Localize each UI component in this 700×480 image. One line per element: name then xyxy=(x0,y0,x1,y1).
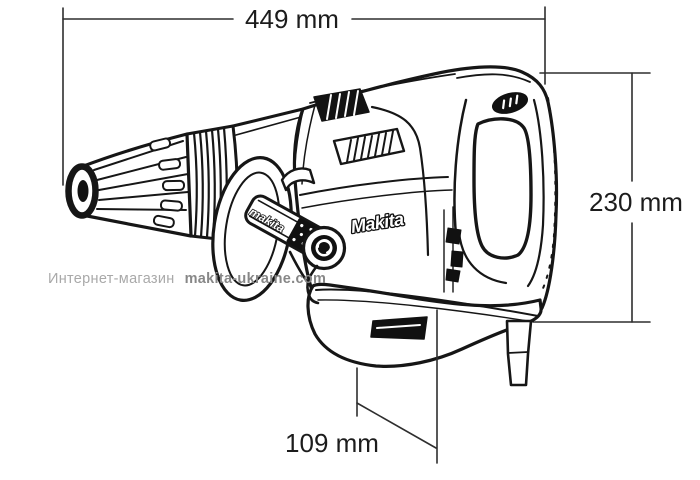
handle-end-cap xyxy=(301,225,347,271)
rear-handle xyxy=(370,92,557,294)
dimension-height: 230 mm xyxy=(534,72,683,323)
top-vent xyxy=(313,88,370,122)
dimension-width: 449 mm xyxy=(62,4,546,186)
drill-drawing: makita Makita xyxy=(65,65,559,387)
side-handle: makita xyxy=(211,156,347,305)
watermark: Интернет-магазин makita-ukraine.com xyxy=(48,271,388,287)
model-badge xyxy=(492,92,528,114)
watermark-site-url: makita-ukraine.com xyxy=(184,271,327,287)
side-vent xyxy=(332,127,406,166)
dimension-width-label: 449 mm xyxy=(245,4,339,34)
chuck-lugs xyxy=(149,137,186,229)
dimension-base: 109 mm xyxy=(285,309,438,464)
trigger-switch xyxy=(443,206,464,293)
watermark-store-name: Интернет-магазин xyxy=(48,271,175,287)
handle-clamp xyxy=(280,167,316,192)
power-cord xyxy=(505,319,533,387)
dimension-height-label: 230 mm xyxy=(589,187,683,217)
dimension-base-label: 109 mm xyxy=(285,428,379,458)
